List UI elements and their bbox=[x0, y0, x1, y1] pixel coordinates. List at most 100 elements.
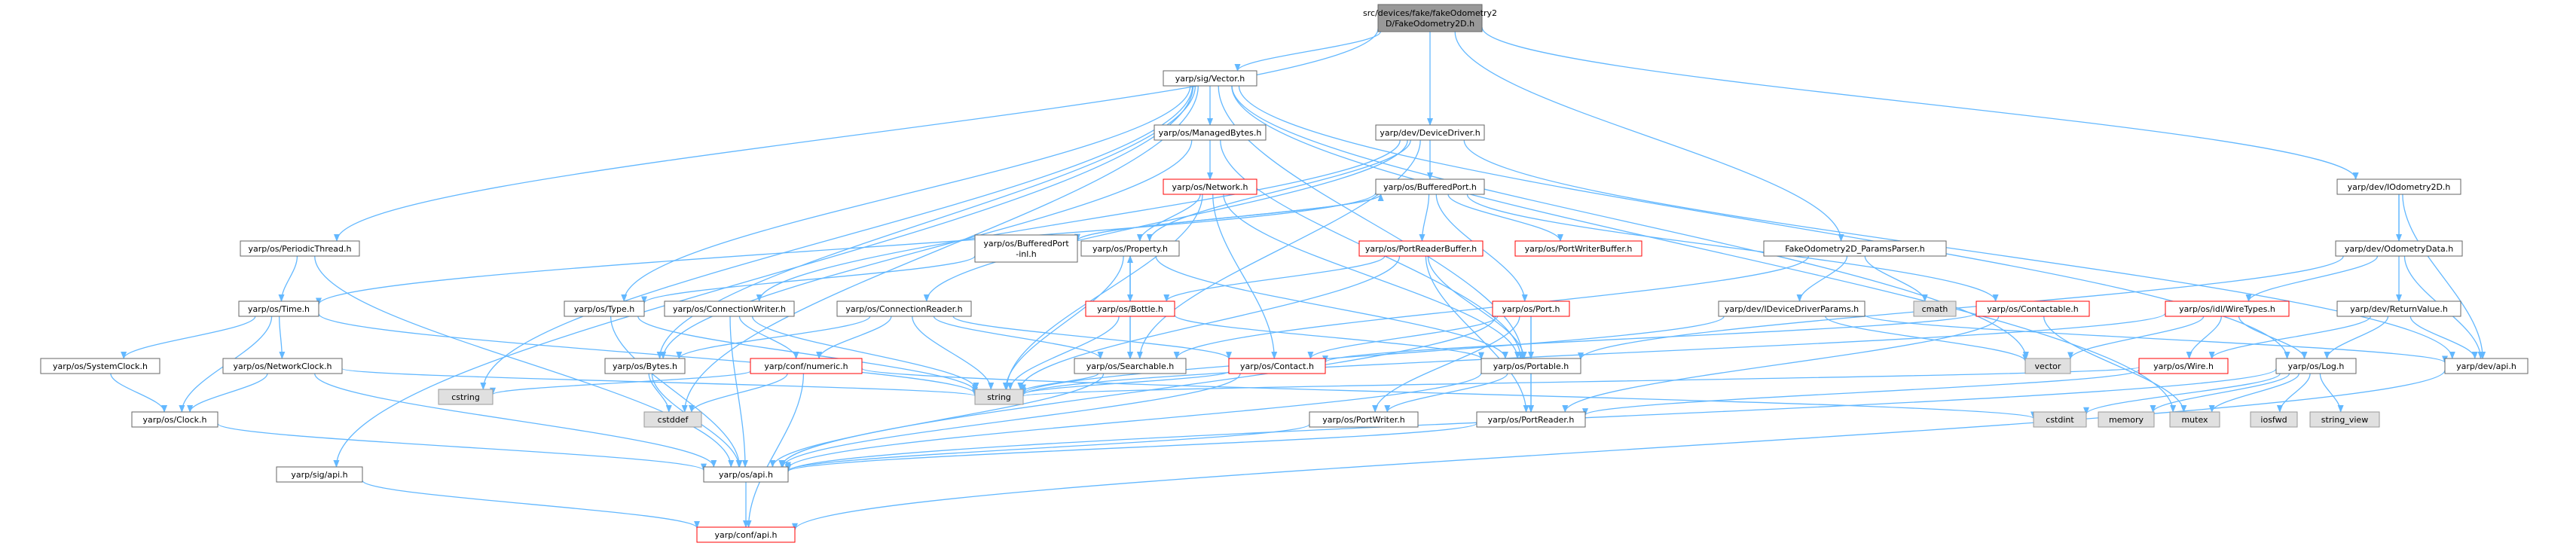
node-cmath-box bbox=[1913, 300, 1957, 317]
edge-returnvalue-to-wire bbox=[2208, 316, 2372, 359]
node-osapi[interactable]: yarp/os/api.h bbox=[703, 466, 789, 483]
node-periodicthread[interactable]: yarp/os/PeriodicThread.h bbox=[240, 240, 360, 257]
node-time[interactable]: yarp/os/Time.h bbox=[238, 300, 319, 317]
node-contact[interactable]: yarp/os/Contact.h bbox=[1228, 358, 1326, 374]
node-clock[interactable]: yarp/os/Clock.h bbox=[131, 411, 218, 428]
node-odometrydata[interactable]: yarp/dev/OdometryData.h bbox=[2335, 240, 2463, 257]
edge-root-to-vector bbox=[1234, 31, 1381, 72]
node-numeric[interactable]: yarp/conf/numeric.h bbox=[750, 358, 863, 374]
node-networkclock[interactable]: yarp/os/NetworkClock.h bbox=[222, 358, 343, 374]
node-portable[interactable]: yarp/os/Portable.h bbox=[1481, 358, 1581, 374]
edge-vector-to-sigapi bbox=[333, 85, 1194, 468]
node-idevicedriverparams[interactable]: yarp/dev/IDeviceDriverParams.h bbox=[1718, 300, 1866, 317]
node-wire-label: yarp/os/Wire.h bbox=[2153, 361, 2214, 371]
edge-type-to-osapi bbox=[610, 316, 743, 468]
node-bytes-label: yarp/os/Bytes.h bbox=[613, 361, 677, 371]
node-root[interactable]: src/devices/fake/fakeOdometry2D/FakeOdom… bbox=[1363, 4, 1497, 32]
node-idevicedriverparams-box bbox=[1718, 300, 1866, 317]
node-devicedriver-box bbox=[1375, 124, 1485, 141]
node-idevicedriverparams-label: yarp/dev/IDeviceDriverParams.h bbox=[1725, 304, 1859, 314]
node-paramsparser[interactable]: FakeOdometry2D_ParamsParser.h bbox=[1763, 240, 1947, 257]
node-mutex-label: mutex bbox=[2181, 415, 2208, 425]
node-root-label: D/FakeOdometry2D.h bbox=[1386, 19, 1474, 29]
node-cstddef: cstddef bbox=[643, 411, 702, 428]
node-wiretypes-box bbox=[2165, 300, 2290, 317]
node-connectionreader[interactable]: yarp/os/ConnectionReader.h bbox=[836, 300, 972, 317]
node-network-box bbox=[1163, 178, 1257, 195]
edges bbox=[110, 26, 2486, 531]
edge-property-to-string bbox=[1002, 255, 1124, 390]
edge-vector-to-type bbox=[621, 85, 1191, 302]
node-cstdint-box bbox=[2033, 411, 2087, 428]
node-bottle-label: yarp/os/Bottle.h bbox=[1097, 304, 1163, 314]
node-bottle[interactable]: yarp/os/Bottle.h bbox=[1085, 300, 1175, 317]
node-wiretypes[interactable]: yarp/os/idl/WireTypes.h bbox=[2165, 300, 2290, 317]
edge-time-to-networkclock bbox=[279, 316, 286, 359]
node-portreaderbuffer-box bbox=[1358, 240, 1484, 257]
node-portwriterbuffer-box bbox=[1514, 240, 1642, 257]
node-portwriterbuffer[interactable]: yarp/os/PortWriterBuffer.h bbox=[1514, 240, 1642, 257]
node-property[interactable]: yarp/os/Property.h bbox=[1080, 240, 1180, 257]
edge-log-to-mutex bbox=[2208, 373, 2299, 413]
edge-bufferedport-to-portreaderbuffer bbox=[1419, 194, 1430, 242]
node-odometrydata-box bbox=[2335, 240, 2463, 257]
node-contactable[interactable]: yarp/os/Contactable.h bbox=[1976, 300, 2090, 317]
edge-vector-to-stdvector bbox=[1231, 85, 2029, 359]
node-log[interactable]: yarp/os/Log.h bbox=[2275, 358, 2357, 374]
edge-contact-to-string bbox=[1020, 371, 1230, 395]
node-iodometry2d[interactable]: yarp/dev/IOdometry2D.h bbox=[2336, 178, 2461, 195]
edge-systemclock-to-clock bbox=[110, 373, 168, 413]
node-vector-box bbox=[1163, 70, 1257, 87]
node-returnvalue[interactable]: yarp/dev/ReturnValue.h bbox=[2336, 300, 2461, 317]
node-portreaderbuffer[interactable]: yarp/os/PortReaderBuffer.h bbox=[1358, 240, 1484, 257]
node-iodometry2d-box bbox=[2336, 178, 2461, 195]
node-bytes[interactable]: yarp/os/Bytes.h bbox=[604, 358, 686, 374]
edge-bottle-to-string bbox=[1007, 316, 1120, 390]
node-devicedriver[interactable]: yarp/dev/DeviceDriver.h bbox=[1375, 124, 1485, 141]
edge-type-to-string bbox=[637, 316, 978, 392]
node-systemclock[interactable]: yarp/os/SystemClock.h bbox=[40, 358, 160, 374]
node-port[interactable]: yarp/os/Port.h bbox=[1492, 300, 1570, 317]
edge-odometrydata-to-portable bbox=[1578, 255, 2344, 361]
node-type-label: yarp/os/Type.h bbox=[574, 304, 634, 314]
edge-searchable-to-osapi bbox=[769, 373, 1105, 468]
node-connectionwriter-label: yarp/os/ConnectionWriter.h bbox=[673, 304, 786, 314]
edge-portreaderbuffer-to-portreader bbox=[1425, 255, 1529, 413]
node-wiretypes-label: yarp/os/idl/WireTypes.h bbox=[2179, 304, 2275, 314]
node-log-label: yarp/os/Log.h bbox=[2288, 361, 2345, 371]
edge-log-to-string_view bbox=[2319, 373, 2344, 413]
node-searchable[interactable]: yarp/os/Searchable.h bbox=[1074, 358, 1187, 374]
node-iosfwd: iosfwd bbox=[2250, 411, 2298, 428]
node-iosfwd-label: iosfwd bbox=[2260, 415, 2287, 425]
node-type[interactable]: yarp/os/Type.h bbox=[564, 300, 645, 317]
edge-connectionreader-to-searchable bbox=[933, 316, 1104, 359]
node-sigapi[interactable]: yarp/sig/api.h bbox=[276, 466, 363, 483]
edge-bufferedportinl-to-type bbox=[641, 255, 976, 304]
node-bufferedportinl-label: -inl.h bbox=[1016, 249, 1037, 259]
node-devapi[interactable]: yarp/dev/api.h bbox=[2444, 358, 2529, 374]
node-managedbytes[interactable]: yarp/os/ManagedBytes.h bbox=[1154, 124, 1267, 141]
node-confapi[interactable]: yarp/conf/api.h bbox=[696, 526, 796, 543]
node-wire[interactable]: yarp/os/Wire.h bbox=[2138, 358, 2229, 374]
node-vector[interactable]: yarp/sig/Vector.h bbox=[1163, 70, 1257, 87]
node-connectionreader-box bbox=[836, 300, 972, 317]
node-bufferedport[interactable]: yarp/os/BufferedPort.h bbox=[1375, 178, 1485, 195]
edge-network-to-property bbox=[1136, 194, 1201, 242]
node-connectionwriter[interactable]: yarp/os/ConnectionWriter.h bbox=[664, 300, 795, 317]
node-portwriter[interactable]: yarp/os/PortWriter.h bbox=[1309, 411, 1419, 428]
edge-wiretypes-to-string bbox=[1020, 313, 2166, 396]
node-network[interactable]: yarp/os/Network.h bbox=[1163, 178, 1257, 195]
edge-vector-to-cstring bbox=[480, 85, 1193, 390]
edge-bytes-to-cstddef bbox=[648, 373, 672, 413]
node-portreaderbuffer-label: yarp/os/PortReaderBuffer.h bbox=[1365, 244, 1477, 254]
node-bufferedportinl[interactable]: yarp/os/BufferedPort-inl.h bbox=[974, 234, 1078, 263]
node-osapi-label: yarp/os/api.h bbox=[719, 470, 773, 480]
edge-devicedriver-to-searchable bbox=[1136, 139, 1421, 359]
nodes: src/devices/fake/fakeOdometry2D/FakeOdom… bbox=[40, 4, 2529, 543]
node-portreader[interactable]: yarp/os/PortReader.h bbox=[1476, 411, 1586, 428]
node-network-label: yarp/os/Network.h bbox=[1172, 182, 1248, 192]
node-bufferedportinl-box bbox=[974, 234, 1078, 263]
edge-bufferedport-to-portwriterbuffer bbox=[1447, 194, 1563, 242]
node-time-box bbox=[238, 300, 319, 317]
edge-bottle-to-portable bbox=[1174, 314, 1484, 360]
